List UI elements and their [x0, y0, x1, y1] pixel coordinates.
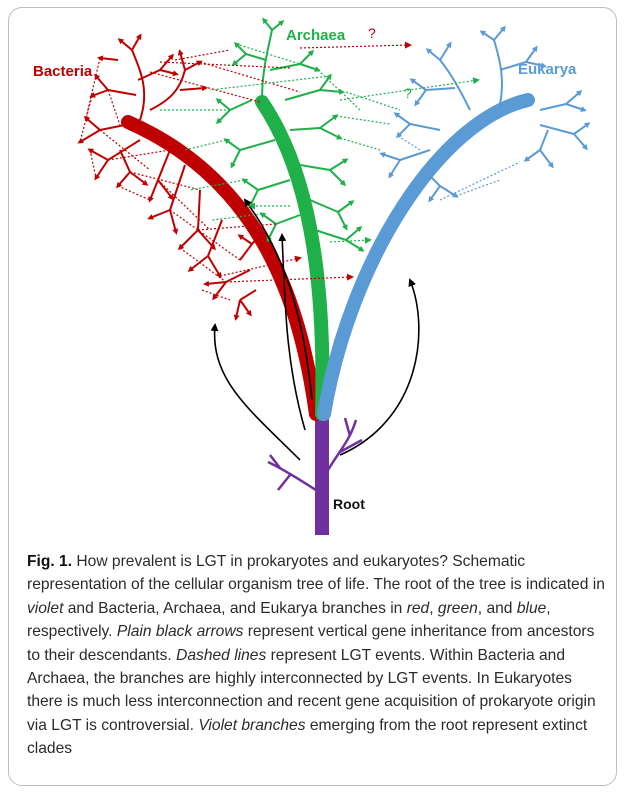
lgt-green-lines	[160, 44, 478, 242]
figure-label: Fig. 1.	[27, 553, 72, 570]
eukarya-main-branch	[324, 100, 528, 414]
root-group	[268, 412, 362, 535]
main-branches	[128, 100, 528, 414]
caption-text: and Bacteria, Archaea, and Eukarya branc…	[63, 600, 406, 617]
extinct-branch-right	[328, 418, 362, 470]
caption-emphasis: violet	[27, 600, 63, 617]
caption-emphasis: blue	[517, 600, 546, 617]
caption-emphasis: red	[407, 600, 430, 617]
figure-caption: Fig. 1. How prevalent is LGT in prokaryo…	[27, 550, 607, 761]
caption-text: ,	[429, 600, 438, 617]
caption-emphasis: Plain black arrows	[117, 623, 244, 640]
caption-emphasis: Dashed lines	[176, 647, 266, 664]
question-mark-green: ?	[404, 85, 412, 101]
eukarya-label: Eukarya	[518, 61, 577, 78]
caption-emphasis: green	[438, 600, 478, 617]
tree-of-life-diagram: Bacteria Archaea Eukarya Root ? ?	[0, 0, 625, 540]
root-label: Root	[333, 496, 365, 512]
caption-text: How prevalent is LGT in prokaryotes and …	[27, 553, 605, 593]
extinct-branch-left	[268, 455, 316, 490]
bacteria-label: Bacteria	[33, 63, 93, 80]
archaea-label: Archaea	[286, 27, 346, 44]
caption-emphasis: Violet branches	[198, 717, 305, 734]
caption-text: , and	[478, 600, 517, 617]
question-mark-red: ?	[368, 25, 376, 41]
inheritance-arrow	[215, 325, 300, 460]
